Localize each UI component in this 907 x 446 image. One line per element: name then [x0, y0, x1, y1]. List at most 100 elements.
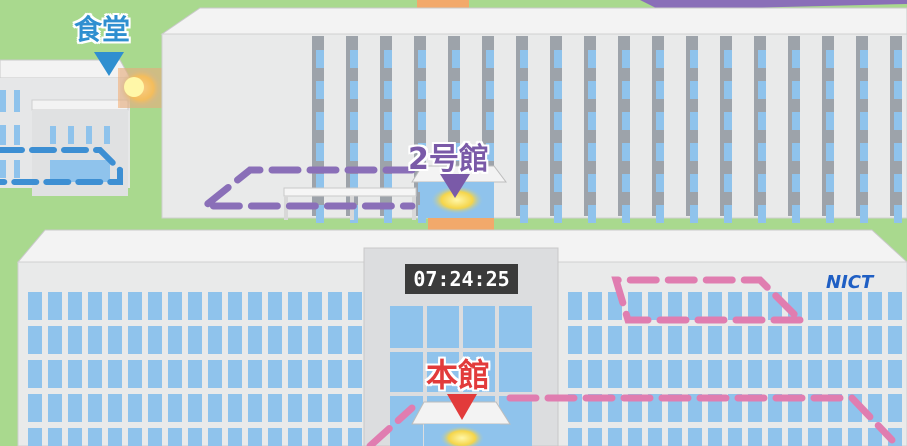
- window: [350, 81, 358, 99]
- building-2: [160, 7, 907, 230]
- window: [228, 394, 242, 422]
- window: [724, 174, 732, 192]
- window: [622, 50, 630, 68]
- window: [588, 360, 602, 388]
- window: [520, 112, 528, 130]
- window: [486, 143, 494, 161]
- window: [108, 292, 122, 320]
- window: [268, 292, 282, 320]
- window: [328, 428, 342, 446]
- path-blue: [0, 147, 123, 185]
- window: [728, 360, 742, 388]
- window: [128, 394, 142, 422]
- window: [688, 326, 702, 354]
- window: [656, 112, 664, 130]
- window: [554, 205, 562, 223]
- window: [690, 112, 698, 130]
- window: [108, 360, 122, 388]
- window: [188, 326, 202, 354]
- window: [668, 428, 682, 446]
- window: [690, 50, 698, 68]
- window: [228, 360, 242, 388]
- window: [248, 360, 262, 388]
- window: [868, 326, 882, 354]
- window: [868, 292, 882, 320]
- window: [418, 112, 426, 130]
- window: [208, 326, 222, 354]
- window: [328, 326, 342, 354]
- window: [728, 292, 742, 320]
- window: [708, 360, 722, 388]
- window: [894, 81, 902, 99]
- window: [568, 360, 582, 388]
- window: [848, 360, 862, 388]
- window: [826, 205, 834, 223]
- window: [350, 143, 358, 161]
- window: [350, 50, 358, 68]
- window: [588, 143, 596, 161]
- window: [268, 394, 282, 422]
- window: [308, 360, 322, 388]
- window: [792, 174, 800, 192]
- window: [894, 112, 902, 130]
- window: [808, 292, 822, 320]
- window: [128, 360, 142, 388]
- window: [788, 428, 802, 446]
- window: [268, 360, 282, 388]
- window: [88, 360, 102, 388]
- window: [708, 326, 722, 354]
- window: [826, 50, 834, 68]
- window: [68, 326, 82, 354]
- window: [628, 360, 642, 388]
- window: [308, 292, 322, 320]
- window: [554, 143, 562, 161]
- window: [288, 292, 302, 320]
- window: [128, 428, 142, 446]
- window: [88, 428, 102, 446]
- cafeteria-label: 食堂: [74, 13, 131, 46]
- window: [748, 428, 762, 446]
- window: [520, 50, 528, 68]
- window: [588, 81, 596, 99]
- window: [88, 394, 102, 422]
- window: [418, 143, 426, 161]
- window: [520, 174, 528, 192]
- window: [68, 394, 82, 422]
- window: [622, 143, 630, 161]
- window: [88, 326, 102, 354]
- window: [350, 174, 358, 192]
- window: [622, 112, 630, 130]
- window: [288, 394, 302, 422]
- window: [384, 112, 392, 130]
- window: [792, 205, 800, 223]
- window: [68, 292, 82, 320]
- window: [348, 360, 362, 388]
- window: [622, 174, 630, 192]
- window: [384, 205, 392, 223]
- window: [268, 428, 282, 446]
- window: [148, 394, 162, 422]
- window: [608, 360, 622, 388]
- window: [724, 205, 732, 223]
- window: [308, 394, 322, 422]
- nict-logo: NICT: [826, 272, 874, 293]
- window: [848, 292, 862, 320]
- window: [588, 428, 602, 446]
- window: [328, 292, 342, 320]
- window: [248, 326, 262, 354]
- window: [554, 112, 562, 130]
- window: [588, 112, 596, 130]
- window: [690, 143, 698, 161]
- window: [792, 143, 800, 161]
- window: [148, 292, 162, 320]
- window: [316, 81, 324, 99]
- window: [554, 81, 562, 99]
- window: [128, 326, 142, 354]
- window: [656, 205, 664, 223]
- window: [728, 326, 742, 354]
- window: [688, 428, 702, 446]
- window: [48, 292, 62, 320]
- window: [486, 112, 494, 130]
- window: [48, 394, 62, 422]
- window: [860, 174, 868, 192]
